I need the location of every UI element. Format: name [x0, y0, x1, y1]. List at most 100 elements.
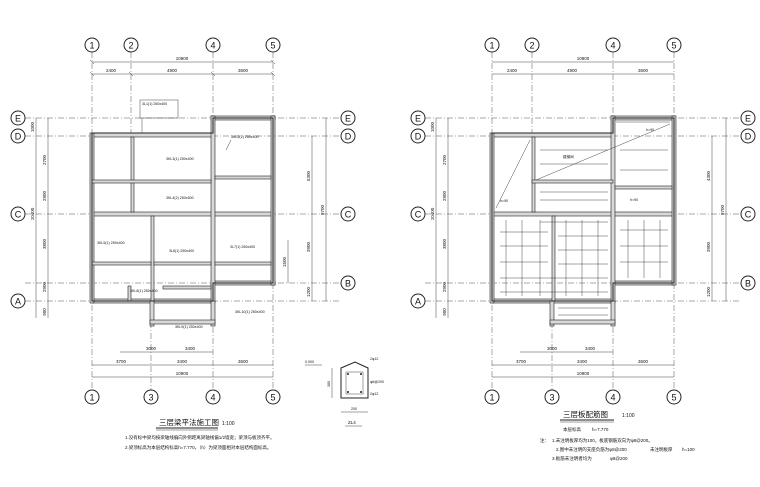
- axis-bubble: 4: [610, 41, 615, 51]
- right-grid-lines: [425, 52, 741, 390]
- dim-segment: 3900: [706, 241, 711, 252]
- right-slab-beams: [489, 115, 677, 327]
- axis-bubble: 3: [549, 393, 554, 403]
- left-bottom-axes: 1 3 4 5: [84, 389, 281, 405]
- dim-segment: 3600: [238, 359, 249, 364]
- axis-bubble: E: [345, 114, 351, 124]
- dim-total: 9700: [320, 204, 325, 215]
- dim-segment: 2900: [42, 281, 47, 292]
- dim-segment: 3400: [585, 346, 596, 351]
- left-grid-lines: [25, 52, 341, 390]
- dim-segment: 2400: [507, 68, 518, 73]
- axis-bubble: B: [345, 279, 351, 289]
- dim-segment: 2900: [42, 190, 47, 201]
- right-rebar: [495, 121, 671, 316]
- note-extra: h=100: [682, 447, 695, 452]
- axis-bubble: 5: [270, 393, 275, 403]
- right-bottom-axes: 1 3 4 5: [484, 389, 682, 405]
- left-outline: [91, 117, 274, 302]
- slab-label: h=90: [500, 199, 508, 203]
- axis-bubble: D: [345, 132, 352, 142]
- dim-segment: 3600: [238, 68, 249, 73]
- note-extra: φ8@200: [610, 456, 628, 461]
- left-left-dims: 1000 2700 2900 3800 2900 900 10400: [30, 118, 49, 318]
- left-bottom-dims: 3000 3400 3700 3400 3600 10900: [92, 346, 273, 378]
- right-top-axes: 1 2 4 5: [484, 37, 682, 53]
- axis-bubble: 5: [671, 393, 676, 403]
- right-left-axes: E D C A: [410, 110, 426, 309]
- axis-bubble: 4: [210, 393, 215, 403]
- dim-segment: 2700: [42, 154, 47, 165]
- dim-segment: 1500: [282, 256, 287, 267]
- detail-elevation: 0.000: [305, 360, 314, 364]
- right-right-dims: 4300 3900 1200 9700: [706, 118, 727, 301]
- dim-segment: 5300: [306, 170, 311, 181]
- axis-bubble: 2: [529, 41, 534, 51]
- dim-total: 10900: [577, 371, 590, 376]
- axis-bubble: E: [15, 114, 21, 124]
- dim-total: 10900: [176, 371, 189, 376]
- left-top-axes: 1 2 4 5: [84, 37, 281, 53]
- axis-bubble: 3: [148, 393, 153, 403]
- beam-label: 3KL3(1) 250x400: [166, 157, 194, 161]
- dim-segment: 3900: [306, 241, 311, 252]
- axis-bubble: 4: [210, 41, 215, 51]
- left-beam-annotations: 3L1(1) 250x400 3KL2(1) 250x400 3KL3(1) 2…: [97, 99, 265, 329]
- beam-label: 3L1(1) 250x400: [142, 102, 167, 106]
- axis-bubble: C: [745, 210, 752, 220]
- left-top-dims: 10900 2400 4900 3600: [89, 56, 276, 77]
- axis-bubble: 1: [489, 41, 494, 51]
- detail-rebar-bot: 2φ12: [370, 392, 378, 396]
- beam-label: 3KL4(2) 250x500: [166, 196, 194, 200]
- left-right-axes: E D C B: [340, 110, 356, 291]
- axis-bubble: E: [745, 114, 751, 124]
- left-plan: 1 2 4 5 1 3 4 5 E D C A E D C B: [10, 37, 356, 451]
- axis-bubble: D: [415, 132, 422, 142]
- axis-bubble: 5: [270, 41, 275, 51]
- axis-bubble: C: [15, 210, 22, 220]
- dim-total: 10900: [577, 56, 590, 61]
- beam-label: 3KL8(1) 250x400: [130, 289, 158, 293]
- section-detail: 0.000 200 380 2φ12 φ6@200 2φ12 ZL4: [305, 357, 384, 427]
- dim-segment: 3700: [116, 359, 127, 364]
- axis-bubble: 5: [671, 41, 676, 51]
- note-line: 2.图中未注明的支座负筋为φ8@200: [556, 446, 627, 453]
- dim-total: 10400: [30, 207, 35, 220]
- detail-label: ZL4: [348, 420, 356, 425]
- dim-total: 10400: [430, 207, 435, 220]
- detail-stirrup: φ6@200: [370, 380, 384, 384]
- note-extra: 未注明板厚: [650, 446, 673, 453]
- axis-bubble: B: [745, 279, 751, 289]
- beam-label: 3L7(1) 250x400: [230, 245, 255, 249]
- axis-bubble: 1: [89, 41, 94, 51]
- dim-segment: 1000: [430, 121, 435, 132]
- dim-segment: 900: [442, 308, 447, 316]
- right-top-dims: 10900 2400 4900 3600: [492, 56, 674, 75]
- dim-segment: 4900: [167, 68, 178, 73]
- dim-segment: 3000: [547, 346, 558, 351]
- note-line: 2.梁顶标高为本层结构标高h=7.770，（h）为梁顶面相对本层结构面标高。: [125, 444, 271, 451]
- left-beams: [89, 115, 276, 327]
- beam-label: 3KL2(1) 250x400: [231, 135, 259, 139]
- axis-bubble: E: [415, 114, 421, 124]
- dim-segment: 2400: [106, 68, 117, 73]
- axis-bubble: D: [15, 132, 22, 142]
- slab-label: h=90: [646, 128, 654, 132]
- beam-label: 3KL5(1) 250x400: [97, 241, 125, 245]
- beam-label: 3KL9(1) 250x400: [175, 325, 203, 329]
- elevation-label: 本层标高: [563, 426, 581, 433]
- right-outline: [491, 117, 675, 302]
- axis-bubble: 4: [610, 393, 615, 403]
- dim-segment: 2900: [442, 281, 447, 292]
- dim-segment: 3400: [185, 346, 196, 351]
- left-left-axes: E D C A: [10, 110, 26, 309]
- axis-bubble: 1: [89, 393, 94, 403]
- slab-label: 楼梯间: [563, 154, 574, 159]
- dim-total: 9700: [720, 204, 725, 215]
- dim-segment: 3600: [638, 359, 649, 364]
- dim-segment: 3000: [146, 346, 157, 351]
- right-bottom-dims: 3000 3400 3700 3400 3600 10900: [492, 346, 674, 378]
- axis-bubble: 2: [128, 41, 133, 51]
- drawing-title: 三层板配筋图: [563, 409, 608, 419]
